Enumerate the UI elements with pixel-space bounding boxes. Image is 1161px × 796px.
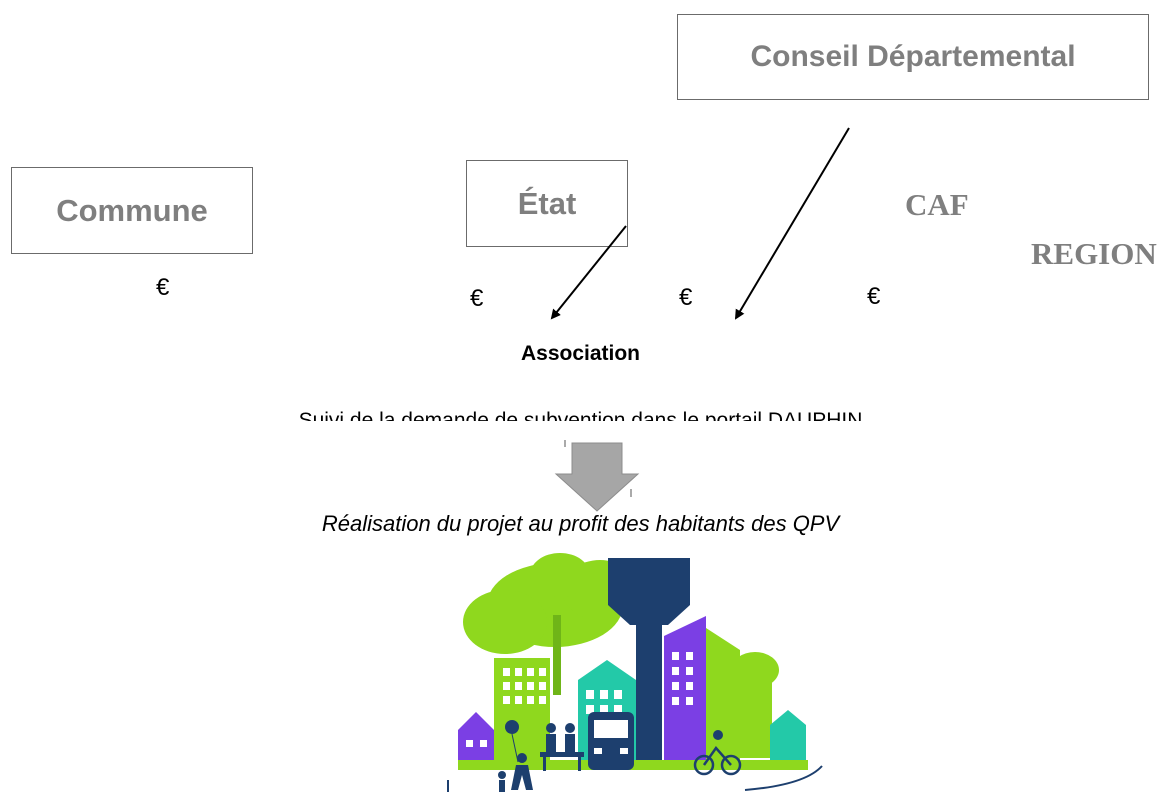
euro-symbol-commune: € [156, 274, 170, 301]
region-label: REGION [1031, 236, 1157, 271]
building-icon [458, 712, 494, 768]
building-icon [664, 616, 706, 768]
cyclist-head [713, 730, 723, 740]
bush-icon [731, 652, 779, 758]
building-icon [494, 658, 550, 768]
etat-label: État [517, 185, 577, 221]
down-arrow-icon [554, 442, 640, 512]
pedestrian-icon [498, 720, 533, 792]
conseil-departemental-box: Conseil Départemental [677, 14, 1149, 100]
conseil-departemental-label: Conseil Départemental [750, 40, 1076, 73]
arrow-conseil-to-association [734, 127, 850, 320]
euro-symbol-etat: € [470, 285, 484, 312]
building-icon [770, 710, 806, 768]
road-curve [744, 765, 823, 791]
building-icon [706, 628, 740, 768]
bench-icon [540, 723, 584, 771]
euro-symbol-conseil: € [679, 284, 693, 311]
clipped-text: Suivi de la demande de subvention dans l… [298, 409, 863, 421]
bus-icon [588, 712, 634, 770]
etat-box: État [466, 160, 628, 247]
commune-label: Commune [56, 192, 208, 228]
euro-symbol-caf: € [867, 283, 881, 310]
association-label: Association [520, 342, 641, 365]
commune-box: Commune [11, 167, 253, 254]
water-tower-icon [608, 558, 690, 770]
cyclist-icon [693, 745, 742, 776]
clipped-text-line: Suivi de la demande de subvention dans l… [0, 408, 1161, 421]
tree-icon [463, 553, 638, 695]
caf-label: CAF [905, 187, 969, 222]
arrow-etat-to-association [550, 225, 627, 320]
realisation-label: Réalisation du projet au profit des habi… [321, 511, 840, 536]
